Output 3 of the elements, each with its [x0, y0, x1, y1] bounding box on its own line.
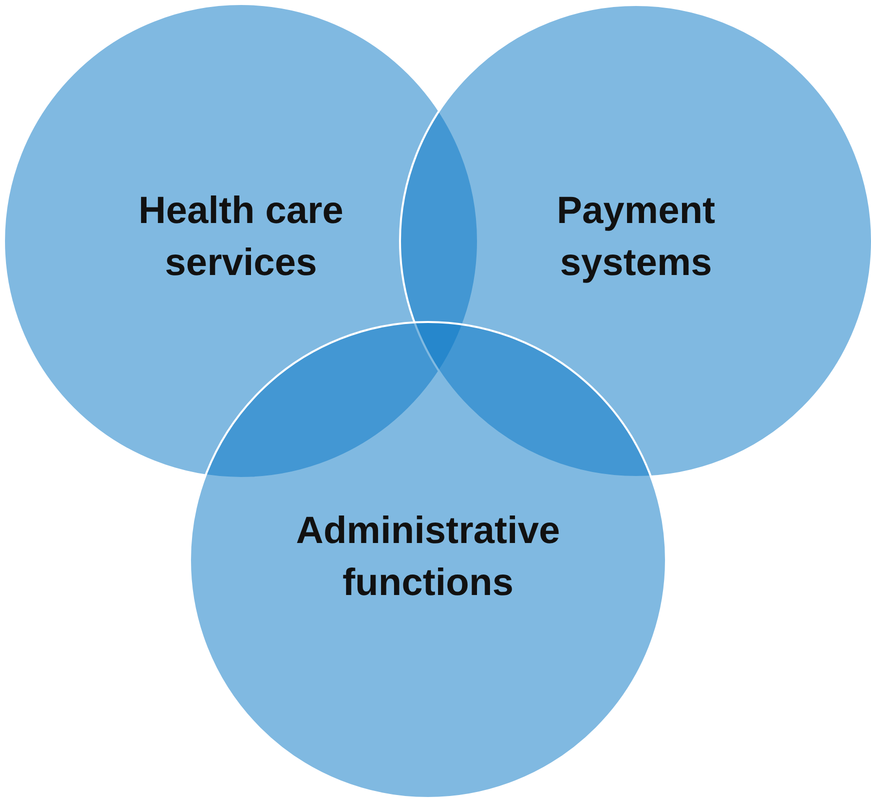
- circle-label: Payment systems: [556, 189, 716, 286]
- circle-label: Health care services: [138, 189, 344, 286]
- circle-label: Administrative functions: [295, 509, 561, 606]
